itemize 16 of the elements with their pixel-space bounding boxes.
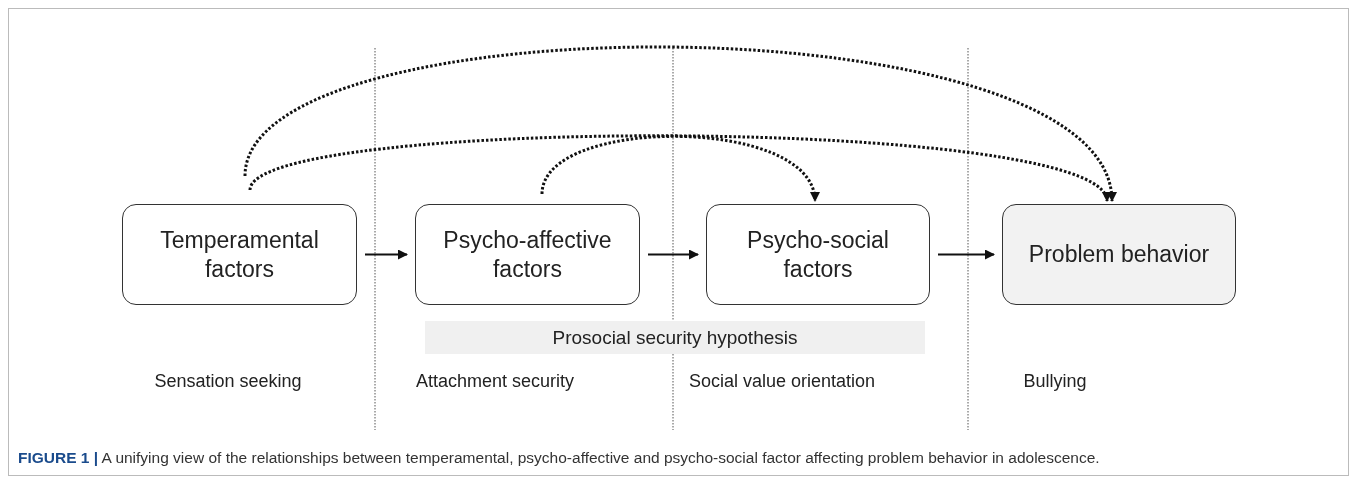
figure-caption: FIGURE 1 | A unifying view of the relationships between temperamental, psycho-affective and psycho-social factor affecting problem behavior in adolescence. <box>18 448 1100 468</box>
example-label: Social value orientation <box>688 370 876 393</box>
arrow <box>364 249 408 260</box>
example-label: Bullying <box>1023 370 1087 393</box>
arrow <box>937 249 995 260</box>
factor-box: Psycho-social factors <box>706 204 930 305</box>
factor-box: Problem behavior <box>1002 204 1236 305</box>
factor-box: Psycho-affective factors <box>415 204 640 305</box>
factor-box: Temperamental factors <box>122 204 357 305</box>
arrow <box>248 134 1109 202</box>
example-label: Sensation seeking <box>154 370 302 393</box>
arrow <box>647 249 699 260</box>
arrow <box>540 134 818 202</box>
example-label: Attachment security <box>415 370 575 393</box>
hypothesis-band: Prosocial security hypothesis <box>425 321 925 354</box>
arrow <box>243 45 1114 202</box>
